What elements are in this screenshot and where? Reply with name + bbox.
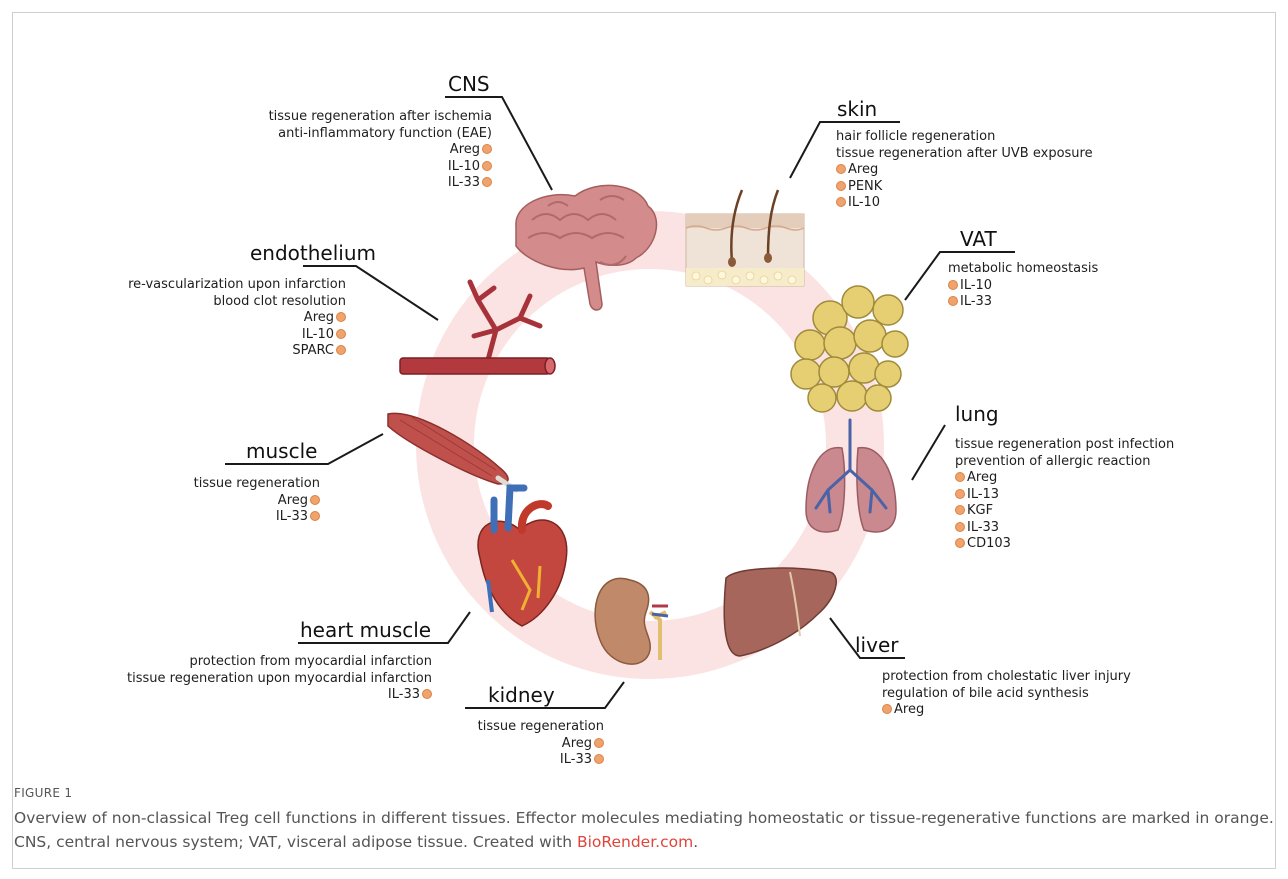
- orange-marker-icon: [422, 689, 432, 699]
- orange-marker-icon: [336, 312, 346, 322]
- muscle-molecule: Areg: [194, 493, 320, 510]
- orange-marker-icon: [955, 538, 965, 548]
- liver-molecule: Areg: [882, 702, 1131, 719]
- skin-details: hair follicle regeneration tissue regene…: [836, 129, 1093, 212]
- lung-title: lung: [955, 402, 999, 426]
- orange-marker-icon: [836, 164, 846, 174]
- kidney-function: tissue regeneration: [478, 719, 604, 736]
- orange-marker-icon: [594, 754, 604, 764]
- orange-marker-icon: [955, 505, 965, 515]
- cns-molecule: IL-33: [269, 175, 492, 192]
- orange-marker-icon: [948, 280, 958, 290]
- vat-details: metabolic homeostasis IL-10 IL-33: [948, 261, 1098, 311]
- cns-function: tissue regeneration after ischemia: [269, 109, 492, 126]
- endothelium-molecule: IL-10: [128, 327, 346, 344]
- muscle-title: muscle: [246, 439, 317, 463]
- orange-marker-icon: [955, 472, 965, 482]
- lung-function: prevention of allergic reaction: [955, 454, 1174, 471]
- vat-molecule: IL-10: [948, 278, 1098, 295]
- cns-details: tissue regeneration after ischemia anti-…: [269, 109, 492, 192]
- vat-function: metabolic homeostasis: [948, 261, 1098, 278]
- heart-function: tissue regeneration upon myocardial infa…: [127, 671, 432, 688]
- lung-molecule: KGF: [955, 503, 1174, 520]
- endothelium-molecule: Areg: [128, 310, 346, 327]
- vat-molecule: IL-33: [948, 294, 1098, 311]
- orange-marker-icon: [482, 161, 492, 171]
- orange-marker-icon: [310, 495, 320, 505]
- skin-function: tissue regeneration after UVB exposure: [836, 146, 1093, 163]
- endothelium-molecule: SPARC: [128, 343, 346, 360]
- orange-marker-icon: [836, 197, 846, 207]
- figure-caption: FIGURE 1 Overview of non-classical Treg …: [14, 786, 1276, 854]
- cns-molecule: Areg: [269, 142, 492, 159]
- cns-function: anti-inflammatory function (EAE): [269, 126, 492, 143]
- orange-marker-icon: [336, 329, 346, 339]
- kidney-title: kidney: [488, 683, 555, 707]
- cns-title: CNS: [448, 72, 490, 96]
- orange-marker-icon: [882, 704, 892, 714]
- liver-icon: [724, 568, 836, 656]
- liver-function: regulation of bile acid synthesis: [882, 686, 1131, 703]
- orange-marker-icon: [594, 738, 604, 748]
- heart-function: protection from myocardial infarction: [127, 654, 432, 671]
- endothelium-function: re-vascularization upon infarction: [128, 277, 346, 294]
- kidney-details: tissue regeneration Areg IL-33: [478, 719, 604, 769]
- cns-molecule: IL-10: [269, 159, 492, 176]
- liver-function: protection from cholestatic liver injury: [882, 669, 1131, 686]
- orange-marker-icon: [955, 522, 965, 532]
- endothelium-details: re-vascularization upon infarction blood…: [128, 277, 346, 360]
- orange-marker-icon: [955, 489, 965, 499]
- orange-marker-icon: [948, 296, 958, 306]
- skin-function: hair follicle regeneration: [836, 129, 1093, 146]
- lung-leader: [912, 425, 945, 480]
- liver-title: liver: [855, 633, 898, 657]
- figure-label: FIGURE 1: [14, 786, 1276, 800]
- skin-title: skin: [837, 97, 877, 121]
- skin-molecule: PENK: [836, 179, 1093, 196]
- endothelium-title: endothelium: [250, 241, 376, 265]
- muscle-details: tissue regeneration Areg IL-33: [194, 476, 320, 526]
- muscle-function: tissue regeneration: [194, 476, 320, 493]
- orange-marker-icon: [836, 181, 846, 191]
- lung-details: tissue regeneration post infection preve…: [955, 437, 1174, 553]
- biorender-link[interactable]: BioRender.com: [577, 833, 693, 851]
- liver-details: protection from cholestatic liver injury…: [882, 669, 1131, 719]
- orange-marker-icon: [310, 511, 320, 521]
- lung-function: tissue regeneration post infection: [955, 437, 1174, 454]
- lung-molecule: IL-33: [955, 520, 1174, 537]
- orange-marker-icon: [336, 345, 346, 355]
- skin-molecule: Areg: [836, 162, 1093, 179]
- skin-icon: [686, 190, 804, 286]
- orange-marker-icon: [482, 177, 492, 187]
- lung-molecule: IL-13: [955, 487, 1174, 504]
- caption-text: Overview of non-classical Treg cell func…: [14, 806, 1276, 854]
- heart-title: heart muscle: [300, 618, 431, 642]
- muscle-molecule: IL-33: [194, 509, 320, 526]
- heart-molecule: IL-33: [127, 687, 432, 704]
- kidney-molecule: IL-33: [478, 752, 604, 769]
- endothelium-function: blood clot resolution: [128, 294, 346, 311]
- skin-molecule: IL-10: [836, 195, 1093, 212]
- heart-details: protection from myocardial infarction ti…: [127, 654, 432, 704]
- lung-molecule: Areg: [955, 470, 1174, 487]
- kidney-molecule: Areg: [478, 736, 604, 753]
- orange-marker-icon: [482, 144, 492, 154]
- lung-molecule: CD103: [955, 536, 1174, 553]
- vat-title: VAT: [960, 227, 997, 251]
